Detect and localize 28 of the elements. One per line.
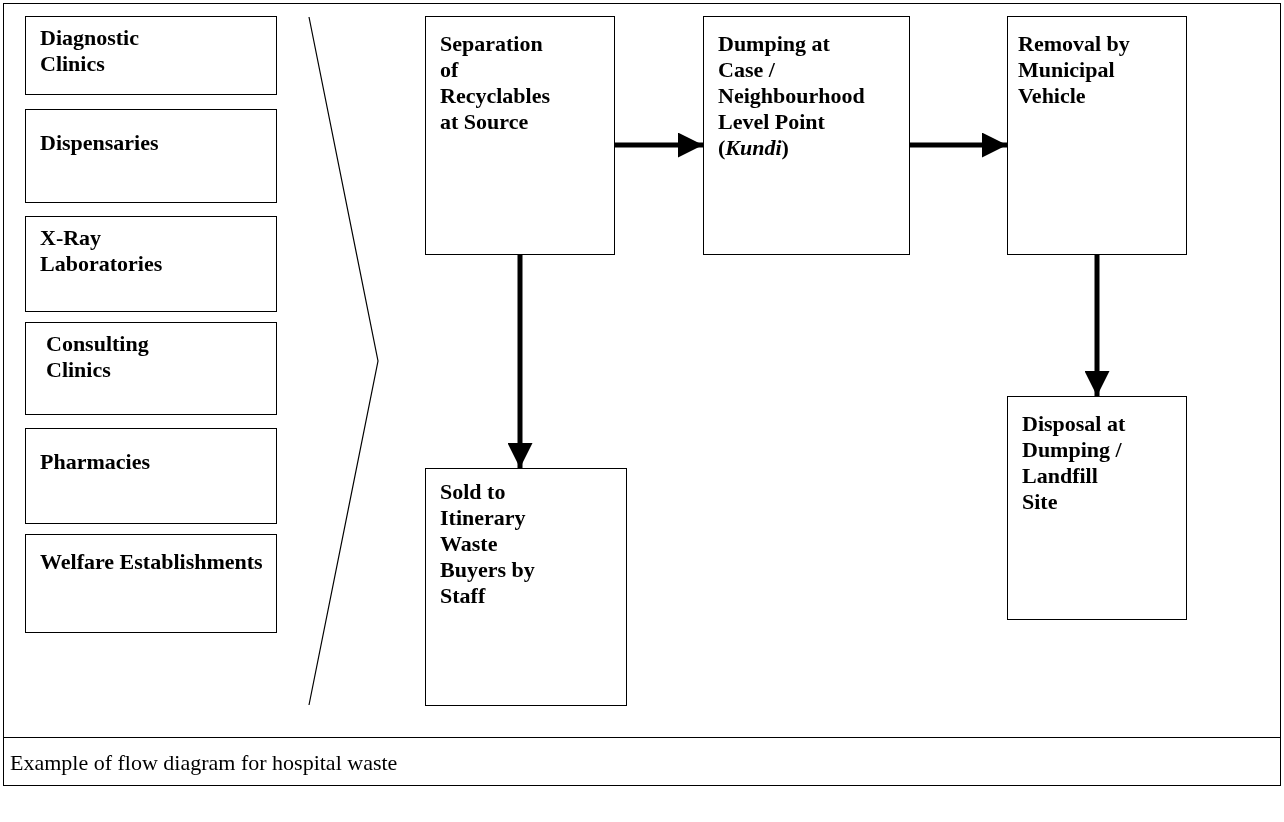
process-box: [25, 322, 277, 415]
process-box: [25, 216, 277, 312]
box-label: Pharmacies: [40, 449, 151, 475]
box-label: Welfare Establishments: [40, 549, 264, 575]
arrow: [507, 255, 533, 468]
arrow: [910, 132, 1007, 158]
process-box: [1007, 396, 1187, 620]
process-box: [1007, 16, 1187, 255]
box-label: Sold to Itinerary Waste Buyers by Staff: [440, 479, 536, 609]
arrow: [615, 132, 703, 158]
box-label: Consulting Clinics: [46, 331, 150, 383]
process-box: [425, 468, 627, 706]
caption: Example of flow diagram for hospital waste: [10, 750, 398, 776]
box-label: Removal by Municipal Vehicle: [1018, 31, 1131, 109]
box-label: X-Ray Laboratories: [40, 225, 164, 277]
process-box: [703, 16, 910, 255]
box-label: Dispensaries: [40, 130, 160, 156]
box-label: Diagnostic Clinics: [40, 25, 140, 77]
process-box: [25, 16, 277, 95]
process-box: [25, 428, 277, 524]
arrow: [1084, 255, 1110, 396]
box-label: Dumping at Case / Neighbourhood Level Point (Kundi): [718, 31, 866, 161]
box-label: Separation of Recyclables at Source: [440, 31, 551, 135]
process-box: [425, 16, 615, 255]
box-label: Disposal at Dumping / Landfill Site: [1022, 411, 1127, 515]
process-box: [25, 534, 277, 633]
chevron-drawing: [308, 16, 380, 706]
process-box: [25, 109, 277, 203]
